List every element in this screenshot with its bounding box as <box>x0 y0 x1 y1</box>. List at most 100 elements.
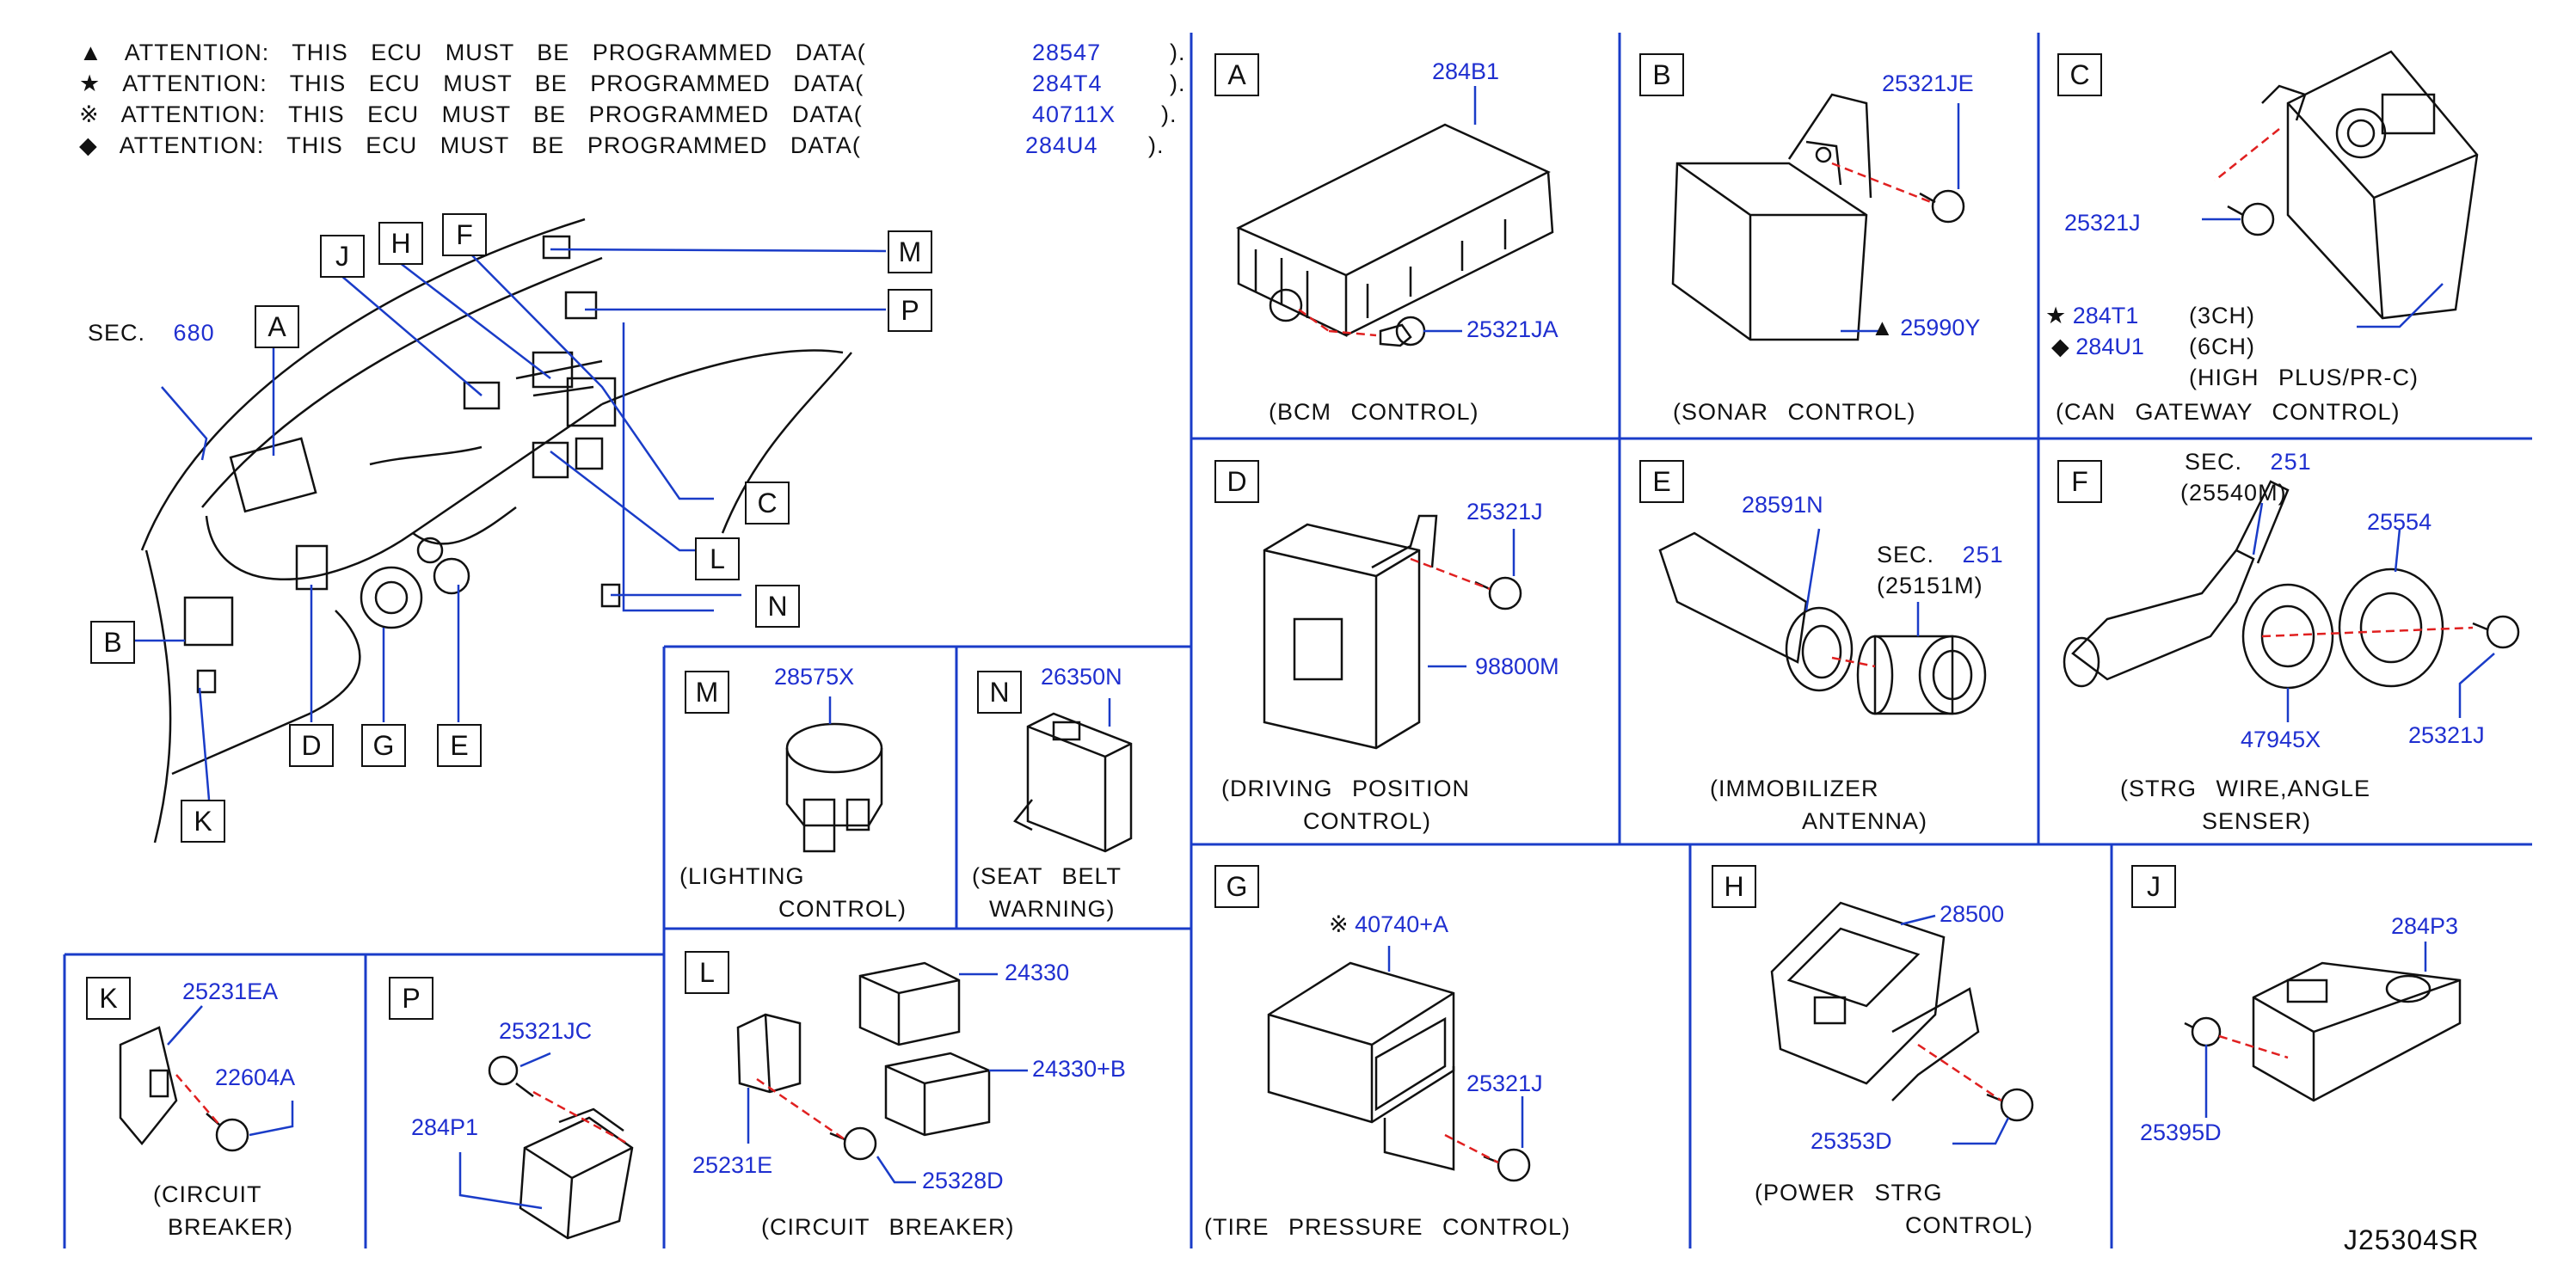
part-number[interactable]: 25328D <box>922 1168 1004 1193</box>
panel-c-letter: C <box>2057 53 2102 96</box>
panel-n-letter: N <box>977 671 1022 714</box>
part-number[interactable]: ※ 40740+A <box>1329 911 1448 937</box>
panel-c-note: (HIGH PLUS/PR-C) <box>2189 365 2419 390</box>
panel-g-caption: (TIRE PRESSURE CONTROL) <box>1204 1214 1571 1240</box>
panel-m-letter: M <box>685 671 729 714</box>
part-number[interactable]: 22604A <box>215 1064 296 1090</box>
overview-callout-n[interactable]: N <box>755 585 800 628</box>
overview-callout-p[interactable]: P <box>888 289 932 332</box>
part-number[interactable]: 25321JA <box>1466 316 1559 342</box>
panel-h-leaders <box>1900 914 2010 1145</box>
panel-h-caption-1: (POWER STRG <box>1755 1180 1943 1205</box>
diagram-code: J25304SR <box>2344 1224 2480 1255</box>
panel-e-caption-2: ANTENNA) <box>1802 808 1928 834</box>
panel-d-leaders <box>1410 529 1515 668</box>
part-number[interactable]: 25231E <box>692 1152 773 1178</box>
panel-c-leaders <box>2202 128 2444 328</box>
panel-k-leaders <box>167 1005 294 1137</box>
part-number[interactable]: 25321JE <box>1882 71 1974 96</box>
panel-e-sec: SEC. 251 <box>1877 542 2004 567</box>
overview-callout-f[interactable]: G <box>361 724 406 767</box>
attention-line-2: ★ ATTENTION: THIS ECU MUST BE PROGRAMMED… <box>79 71 864 97</box>
part-number[interactable]: 28500 <box>1940 901 2005 927</box>
reference-mark-icon: ※ <box>1329 911 1349 937</box>
panel-b-letter: B <box>1639 53 1684 96</box>
part-number[interactable]: ▲ 25990Y <box>1871 315 1981 340</box>
part-number[interactable]: 25231EA <box>182 978 279 1004</box>
part-number[interactable]: 28591N <box>1742 492 1823 518</box>
overview-callout-a[interactable]: A <box>255 305 299 348</box>
part-number[interactable]: 25321JC <box>499 1018 593 1044</box>
part-number[interactable]: 98800M <box>1475 653 1559 679</box>
part-number[interactable]: ★ 284T1 <box>2045 303 2139 328</box>
part-drawing-p <box>488 1055 634 1240</box>
part-number[interactable]: 284B1 <box>1432 58 1500 84</box>
attention-close-3: ). <box>1161 101 1177 127</box>
part-number[interactable]: 28575X <box>774 664 855 690</box>
panel-j-leaders <box>2204 942 2427 1118</box>
part-drawing-m <box>785 722 883 853</box>
panel-e-leaders <box>1804 528 1920 668</box>
part-number[interactable]: 284P3 <box>2391 913 2459 939</box>
reference-mark-icon: ※ <box>79 101 100 127</box>
panel-m-caption-1: (LIGHTING <box>679 863 805 889</box>
dashboard-overview <box>140 218 852 844</box>
overview-callout-j[interactable]: J <box>320 235 365 278</box>
overview-callout-k[interactable]: K <box>181 800 225 843</box>
part-number[interactable]: 26350N <box>1041 664 1122 690</box>
panel-p-letter: P <box>389 977 433 1020</box>
panel-p-leaders <box>458 1052 629 1210</box>
overview-callout-c[interactable]: C <box>745 482 790 525</box>
part-number[interactable]: 25321J <box>1466 499 1543 525</box>
overview-callout-g[interactable]: F <box>442 213 487 256</box>
triangle-icon: ▲ <box>79 40 103 65</box>
attention-close-2: ). <box>1170 71 1186 96</box>
overview-callout-m[interactable]: M <box>888 230 932 273</box>
part-number[interactable]: 47945X <box>2241 727 2321 752</box>
attention-data-3: 40711X <box>1032 101 1116 127</box>
panel-f-letter: F <box>2057 460 2102 503</box>
panel-k-letter: K <box>86 977 131 1020</box>
part-number[interactable]: 24330 <box>1005 960 1070 985</box>
panel-n-caption-1: (SEAT BELT <box>972 863 1122 889</box>
part-drawing-j <box>2184 961 2462 1102</box>
part-drawing-h <box>1770 901 2034 1122</box>
panel-g-leaders <box>1387 946 1524 1164</box>
attention-text: ATTENTION: THIS ECU MUST BE PROGRAMMED D… <box>119 132 861 158</box>
panel-j-letter: J <box>2131 865 2176 908</box>
part-number[interactable]: 284P1 <box>411 1114 479 1140</box>
overview-callout-h[interactable]: H <box>378 222 423 265</box>
attention-data-2: 284T4 <box>1032 71 1103 96</box>
panel-a-caption: (BCM CONTROL) <box>1269 399 1479 425</box>
overview-callout-d[interactable]: D <box>289 724 334 767</box>
part-number[interactable]: 24330+B <box>1032 1056 1126 1082</box>
overview-callout-l[interactable]: L <box>695 537 740 580</box>
part-drawing-n <box>1013 712 1133 853</box>
panel-l-letter: L <box>685 951 729 994</box>
panel-a-leaders <box>1298 86 1477 337</box>
part-number[interactable]: 25353D <box>1811 1128 1892 1154</box>
part-drawing-b <box>1671 93 1965 341</box>
part-number[interactable]: ◆ 284U1 <box>2051 334 2144 359</box>
channel-label: (6CH) <box>2189 334 2255 359</box>
attention-line-1: ▲ ATTENTION: THIS ECU MUST BE PROGRAMMED… <box>79 40 866 66</box>
overview-callout-e[interactable]: E <box>437 724 482 767</box>
part-number[interactable]: 25395D <box>2140 1120 2222 1145</box>
panel-l-leaders <box>747 972 1028 1184</box>
part-drawing-l <box>736 961 991 1161</box>
part-drawing-c <box>2227 50 2479 320</box>
part-number[interactable]: 25321J <box>2408 722 2485 748</box>
overview-callout-b[interactable]: B <box>90 621 135 664</box>
panel-grid <box>63 33 2532 1248</box>
part-number[interactable]: 25321J <box>1466 1070 1543 1096</box>
panel-e-caption-1: (IMMOBILIZER <box>1710 776 1879 801</box>
overview-leaders <box>133 247 887 801</box>
panel-b-leaders <box>1831 103 1960 333</box>
attention-data-1: 28547 <box>1032 40 1102 65</box>
part-drawing-d <box>1263 514 1522 750</box>
attention-line-3: ※ ATTENTION: THIS ECU MUST BE PROGRAMMED… <box>79 101 863 128</box>
part-number[interactable]: 25321J <box>2064 210 2141 236</box>
diamond-icon: ◆ <box>79 132 98 158</box>
part-number[interactable]: 25554 <box>2367 509 2432 535</box>
